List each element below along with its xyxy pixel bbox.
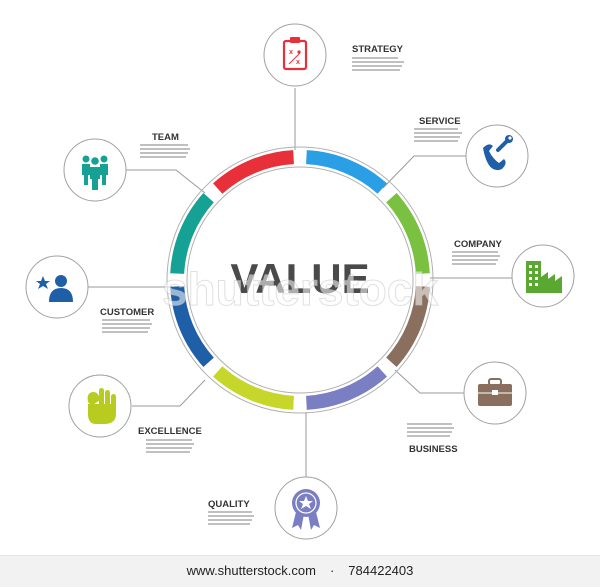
filler-quality xyxy=(208,511,254,525)
watermark: shutterstock xyxy=(162,263,438,315)
connector-lines xyxy=(78,88,512,477)
svg-text:x: x xyxy=(289,49,293,56)
ring-segment-team xyxy=(170,193,214,274)
connector-excellence xyxy=(132,379,206,407)
ring-segment-quality xyxy=(306,366,387,410)
customer-star-icon xyxy=(36,275,73,302)
filler-company xyxy=(452,251,500,265)
center-label: VALUE xyxy=(230,255,369,302)
filler-strategy xyxy=(352,57,404,71)
filler-excellence xyxy=(146,439,194,453)
icon-circle-team xyxy=(63,138,127,202)
filler-team xyxy=(140,144,190,158)
label-team: TEAM xyxy=(152,132,179,143)
ring-segment-service xyxy=(306,150,387,194)
filler-business xyxy=(407,423,454,437)
svg-text:x: x xyxy=(296,59,300,66)
label-excellence: EXCELLENCE xyxy=(138,426,202,437)
ring-segment-business xyxy=(386,286,430,367)
filler-customer xyxy=(102,319,152,333)
quality-badge-icon xyxy=(292,489,320,530)
ring-segment-excellence xyxy=(213,366,294,410)
icon-circle-company xyxy=(511,244,575,308)
label-strategy: STRATEGY xyxy=(352,44,404,55)
ring-segment-customer xyxy=(170,286,214,367)
clipboard-strategy-icon: x x xyxy=(282,37,308,71)
factory-icon xyxy=(526,261,562,293)
icon-circle-service xyxy=(465,124,529,188)
footer-id: 784422403 xyxy=(348,563,414,578)
icon-circle-strategy: x x xyxy=(263,23,327,87)
icon-circle-business xyxy=(463,361,527,425)
icon-circle-quality xyxy=(274,476,338,540)
ring-segment-company xyxy=(386,193,430,274)
filler-text-blocks xyxy=(102,57,500,525)
footer-url: www.shutterstock.com xyxy=(186,563,316,578)
connector-service xyxy=(382,155,468,189)
value-diagram: VALUE shutterstock x x xyxy=(25,23,575,540)
value-ring xyxy=(166,146,434,414)
label-customer: CUSTOMER xyxy=(100,307,154,318)
phone-wrench-icon xyxy=(483,135,513,171)
ok-hand-icon xyxy=(87,388,116,424)
label-business: BUSINESS xyxy=(409,444,458,455)
icon-circle-customer xyxy=(25,255,89,319)
ring-segment-strategy xyxy=(213,150,294,194)
inner-ring-outline xyxy=(186,166,414,394)
outer-ring-outline xyxy=(166,146,434,414)
label-service: SERVICE xyxy=(419,116,461,127)
connector-team xyxy=(125,169,206,194)
icon-circle-excellence xyxy=(68,374,132,438)
connector-business xyxy=(394,369,465,394)
footer: www.shutterstock.com·784422403 xyxy=(0,555,600,587)
label-company: COMPANY xyxy=(454,239,503,250)
filler-service xyxy=(414,128,462,142)
label-quality: QUALITY xyxy=(208,499,250,510)
team-icon xyxy=(82,155,108,190)
briefcase-icon xyxy=(478,378,512,406)
